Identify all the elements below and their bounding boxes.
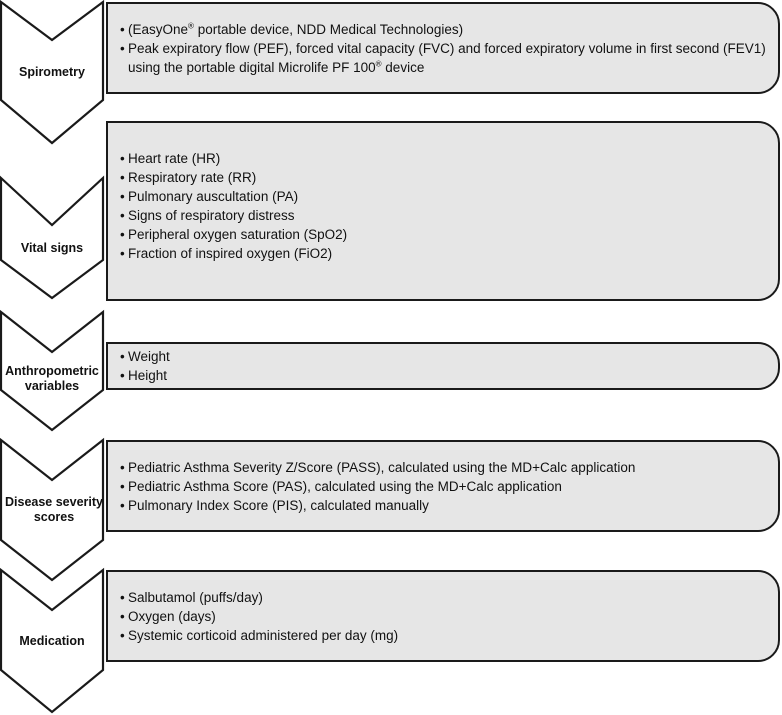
chevron-disease-severity (0, 437, 105, 582)
bullet-dot: • (120, 246, 125, 261)
bullet-text: Signs of respiratory distress (128, 208, 295, 223)
bullet-item: •Heart rate (HR) (120, 149, 778, 168)
bullet-text: Height (128, 368, 168, 383)
chevron-anthropometric (0, 309, 105, 432)
box-vital-signs: •Heart rate (HR)•Respiratory rate (RR)•P… (106, 121, 780, 301)
bullet-dot: • (120, 349, 125, 364)
step-label-spirometry: Spirometry (19, 65, 85, 79)
bullet-dot: • (120, 478, 125, 494)
bullet-item: •Height (120, 366, 778, 385)
bullet-dot: • (120, 40, 125, 56)
chevron-medication (0, 567, 105, 714)
bullet-dot: • (120, 21, 125, 37)
chevron-vital-signs (0, 175, 105, 300)
step-label-medication: Medication (19, 634, 85, 648)
bullet-item: •Respiratory rate (RR) (120, 168, 778, 187)
bullet-text: Pulmonary Index Score (PIS), calculated … (128, 497, 429, 513)
step-label-vital-signs: Vital signs (20, 241, 84, 255)
bullet-item: •Pulmonary auscultation (PA) (120, 187, 778, 206)
bullet-text: Respiratory rate (RR) (128, 170, 257, 185)
bullet-dot: • (120, 368, 125, 383)
bullet-dot: • (120, 608, 125, 624)
bullet-item: •Signs of respiratory distress (120, 206, 778, 225)
bullet-dot: • (120, 208, 125, 223)
registered-mark: ® (188, 21, 194, 30)
bullet-item: •Salbutamol (puffs/day) (120, 588, 778, 607)
bullet-item: •Pediatric Asthma Score (PAS), calculate… (120, 477, 778, 496)
bullet-text: (EasyOne (128, 21, 189, 37)
box-anthropometric: •Weight•Height (106, 342, 780, 390)
bullet-text: Pulmonary auscultation (PA) (128, 189, 299, 204)
bullet-text: Weight (128, 349, 170, 364)
step-label-disease-severity: Disease severity scores (5, 495, 103, 524)
bullet-text: Systemic corticoid administered per day … (128, 627, 399, 643)
bullet-dot: • (120, 459, 125, 475)
bullet-text: Fraction of inspired oxygen (FiO2) (128, 246, 333, 261)
bullet-dot: • (120, 189, 125, 204)
bullet-item: •Peak expiratory flow (PEF), forced vita… (120, 39, 778, 77)
chevron-spirometry (0, 0, 105, 145)
bullet-item: •Pulmonary Index Score (PIS), calculated… (120, 496, 778, 515)
box-spirometry: •(EasyOne® portable device, NDD Medical … (106, 2, 780, 94)
bullet-text: Heart rate (HR) (128, 151, 221, 166)
bullet-text: Salbutamol (puffs/day) (128, 589, 263, 605)
bullet-dot: • (120, 497, 125, 513)
bullet-dot: • (120, 589, 125, 605)
bullet-text: device (381, 59, 425, 75)
bullet-item: •(EasyOne® portable device, NDD Medical … (120, 20, 778, 39)
bullet-text: Peripheral oxygen saturation (SpO2) (128, 227, 348, 242)
bullet-dot: • (120, 151, 125, 166)
bullet-text: portable device, NDD Medical Technologie… (193, 21, 464, 37)
bullet-dot: • (120, 227, 125, 242)
bullet-text: Oxygen (days) (128, 608, 216, 624)
bullet-text: Pediatric Asthma Severity Z/Score (PASS)… (128, 459, 636, 475)
bullet-text: Pediatric Asthma Score (PAS), calculated… (128, 478, 562, 494)
bullet-item: •Oxygen (days) (120, 607, 778, 626)
bullet-item: •Peripheral oxygen saturation (SpO2) (120, 225, 778, 244)
box-medication: •Salbutamol (puffs/day)•Oxygen (days)•Sy… (106, 570, 780, 662)
bullet-item: •Systemic corticoid administered per day… (120, 626, 778, 645)
box-disease-severity: •Pediatric Asthma Severity Z/Score (PASS… (106, 440, 780, 532)
bullet-item: •Weight (120, 347, 778, 366)
bullet-item: •Pediatric Asthma Severity Z/Score (PASS… (120, 458, 778, 477)
step-label-anthropometric: Anthropometric variables (5, 364, 99, 393)
registered-mark: ® (375, 59, 382, 68)
bullet-dot: • (120, 170, 125, 185)
bullet-text: Peak expiratory flow (PEF), forced vital… (128, 40, 766, 75)
bullet-item: •Fraction of inspired oxygen (FiO2) (120, 244, 778, 263)
bullet-dot: • (120, 627, 125, 643)
